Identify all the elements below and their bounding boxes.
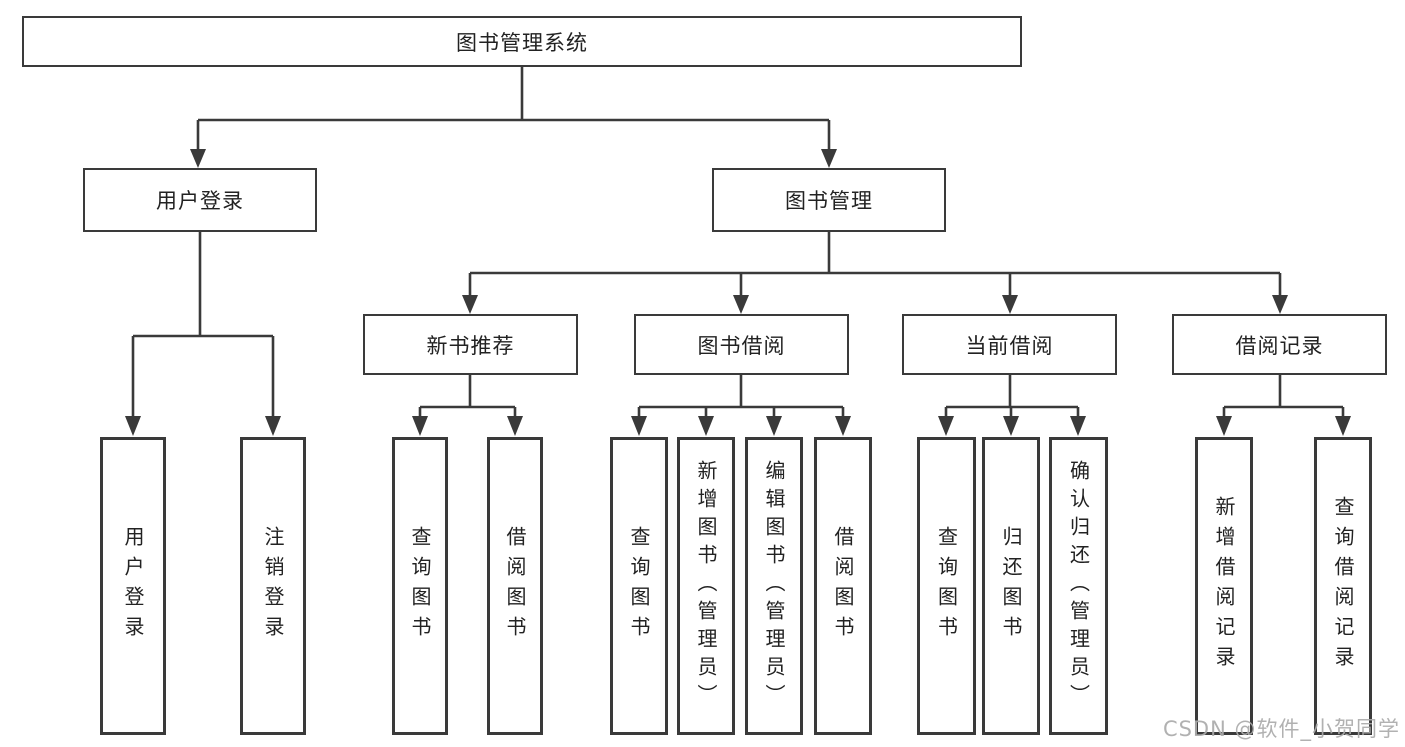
node-book-borrow: 图书借阅 — [634, 314, 849, 375]
leaf-return-books: 归还图书 — [982, 437, 1040, 735]
node-new-book-recommend-label: 新书推荐 — [426, 333, 515, 358]
leaf-query-borrow-record: 查询借阅记录 — [1314, 437, 1372, 735]
leaf-user-login-label: 用户登录 — [121, 526, 145, 646]
leaf-recommend-borrow-books: 借阅图书 — [487, 437, 543, 735]
leaf-recommend-query-books-label: 查询图书 — [408, 526, 432, 646]
leaf-user-login: 用户登录 — [100, 437, 166, 735]
node-current-borrow-label: 当前借阅 — [965, 333, 1054, 358]
leaf-logout-label: 注销登录 — [261, 526, 285, 646]
node-book-borrow-label: 图书借阅 — [697, 333, 786, 358]
leaf-add-books-admin: 新增图书（管理员） — [677, 437, 735, 735]
leaf-borrow-query-books-label: 查询图书 — [627, 526, 651, 646]
leaf-add-borrow-record-label: 新增借阅记录 — [1212, 496, 1236, 676]
node-root: 图书管理系统 — [22, 16, 1022, 67]
leaf-confirm-return-admin-label: 确认归还（管理员） — [1066, 460, 1091, 712]
leaf-confirm-return-admin: 确认归还（管理员） — [1049, 437, 1108, 735]
node-borrow-records: 借阅记录 — [1172, 314, 1387, 375]
leaf-recommend-borrow-books-label: 借阅图书 — [503, 526, 527, 646]
leaf-recommend-query-books: 查询图书 — [392, 437, 448, 735]
leaf-current-query-books-label: 查询图书 — [934, 526, 959, 646]
node-user-login-label: 用户登录 — [156, 189, 244, 213]
node-borrow-records-label: 借阅记录 — [1235, 333, 1324, 358]
node-current-borrow: 当前借阅 — [902, 314, 1117, 375]
leaf-add-books-admin-label: 新增图书（管理员） — [694, 460, 718, 712]
leaf-current-query-books: 查询图书 — [917, 437, 976, 735]
node-root-label: 图书管理系统 — [456, 30, 588, 55]
leaf-add-borrow-record: 新增借阅记录 — [1195, 437, 1253, 735]
node-new-book-recommend: 新书推荐 — [363, 314, 578, 375]
watermark: CSDN @软件_小贺同学 — [1162, 717, 1400, 741]
leaf-borrow-books-label: 借阅图书 — [831, 526, 855, 646]
leaf-return-books-label: 归还图书 — [999, 526, 1023, 646]
leaf-logout: 注销登录 — [240, 437, 306, 735]
leaf-edit-books-admin-label: 编辑图书（管理员） — [762, 460, 786, 712]
leaf-edit-books-admin: 编辑图书（管理员） — [745, 437, 803, 735]
leaf-query-borrow-record-label: 查询借阅记录 — [1331, 496, 1355, 676]
leaf-borrow-query-books: 查询图书 — [610, 437, 668, 735]
node-book-management-label: 图书管理 — [785, 189, 873, 213]
leaf-borrow-books: 借阅图书 — [814, 437, 872, 735]
node-user-login: 用户登录 — [83, 168, 317, 232]
node-book-management: 图书管理 — [712, 168, 946, 232]
